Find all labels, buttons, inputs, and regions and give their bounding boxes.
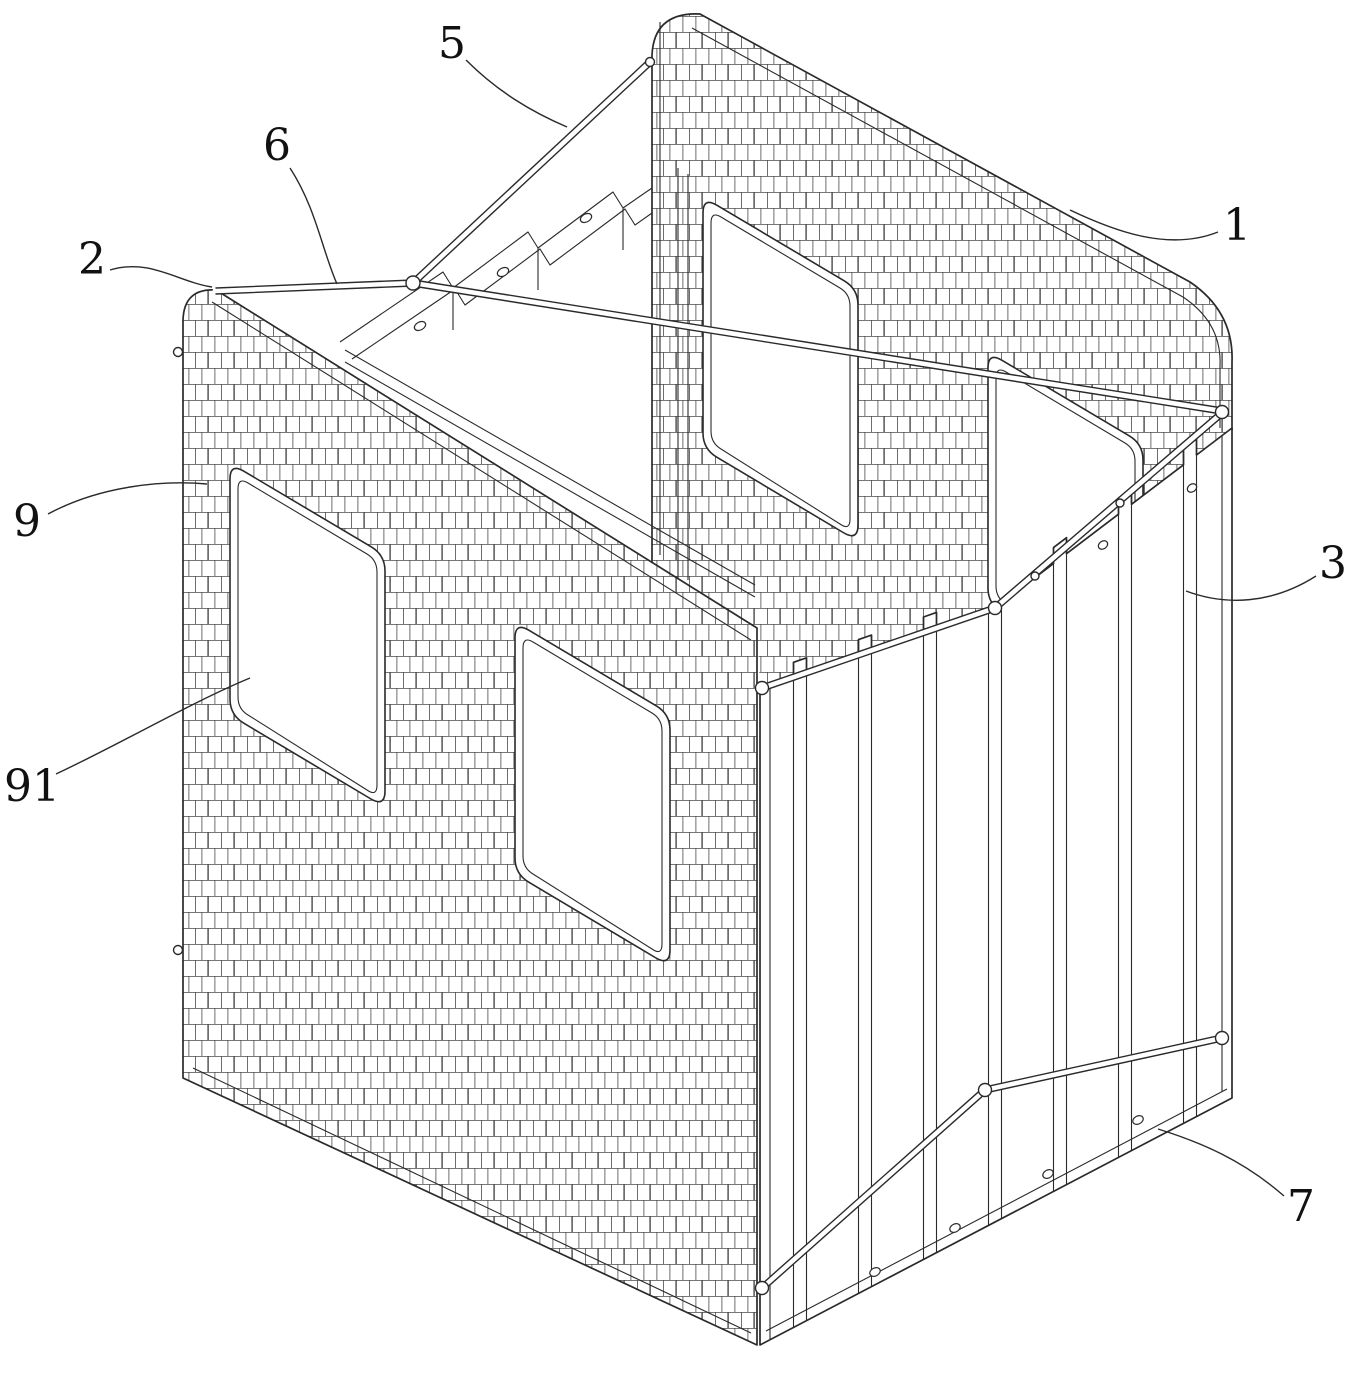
leader-6 — [289, 167, 338, 285]
rod-bolt — [405, 275, 421, 291]
ref-label-6: 6 — [263, 120, 291, 171]
leader-9 — [47, 482, 208, 515]
leader-7 — [1157, 1128, 1285, 1197]
leader-91 — [55, 677, 251, 775]
back-mesh-panel — [651, 13, 1233, 690]
ref-label-5: 5 — [438, 18, 466, 69]
rivet-hole — [869, 1267, 881, 1277]
rod-rivet — [1115, 498, 1125, 508]
tie-rod-5 — [409, 58, 654, 287]
tie-rod-7 — [758, 1034, 1226, 1292]
rivet-hole — [413, 320, 427, 332]
rivet-hole — [1042, 1169, 1054, 1179]
rivet-hole — [579, 212, 593, 224]
ref-label-91: 91 — [4, 761, 60, 812]
ref-label-2: 2 — [78, 234, 106, 285]
leader-5 — [465, 59, 568, 128]
rivet-hole — [1186, 483, 1198, 493]
rivet-hole — [949, 1223, 961, 1233]
front-mesh-panel — [172, 289, 758, 1346]
tie-rods — [212, 56, 1230, 1296]
leader-2 — [109, 265, 213, 288]
rod-rivet — [1030, 571, 1040, 581]
rod-bolt — [644, 56, 656, 68]
leader-lines — [47, 59, 1317, 1197]
rod-bolt — [1214, 404, 1230, 420]
ref-label-9: 9 — [13, 496, 41, 547]
rod-bolt — [754, 1280, 770, 1296]
ref-label-7: 7 — [1287, 1181, 1315, 1232]
tie-rod-diagonal — [409, 279, 1226, 415]
leader-1 — [1069, 209, 1219, 241]
rivet-hole — [496, 266, 510, 278]
edge-bolt — [172, 346, 184, 358]
rod-bolt — [1214, 1030, 1230, 1046]
ref-label-3: 3 — [1319, 538, 1347, 589]
rivet-hole — [1132, 1115, 1144, 1125]
rivet-hole — [1097, 540, 1109, 550]
ref-label-1: 1 — [1223, 200, 1251, 251]
rod-bolt — [977, 1082, 993, 1098]
leader-3 — [1185, 575, 1317, 601]
tie-rod-6 — [212, 279, 417, 295]
ref-labels: 5 6 2 1 9 91 3 7 — [4, 18, 1347, 1232]
rod-bolt — [987, 600, 1003, 616]
rod-bolt — [754, 680, 770, 696]
interior-corrugated-liner — [339, 168, 756, 598]
edge-bolt — [172, 944, 184, 956]
